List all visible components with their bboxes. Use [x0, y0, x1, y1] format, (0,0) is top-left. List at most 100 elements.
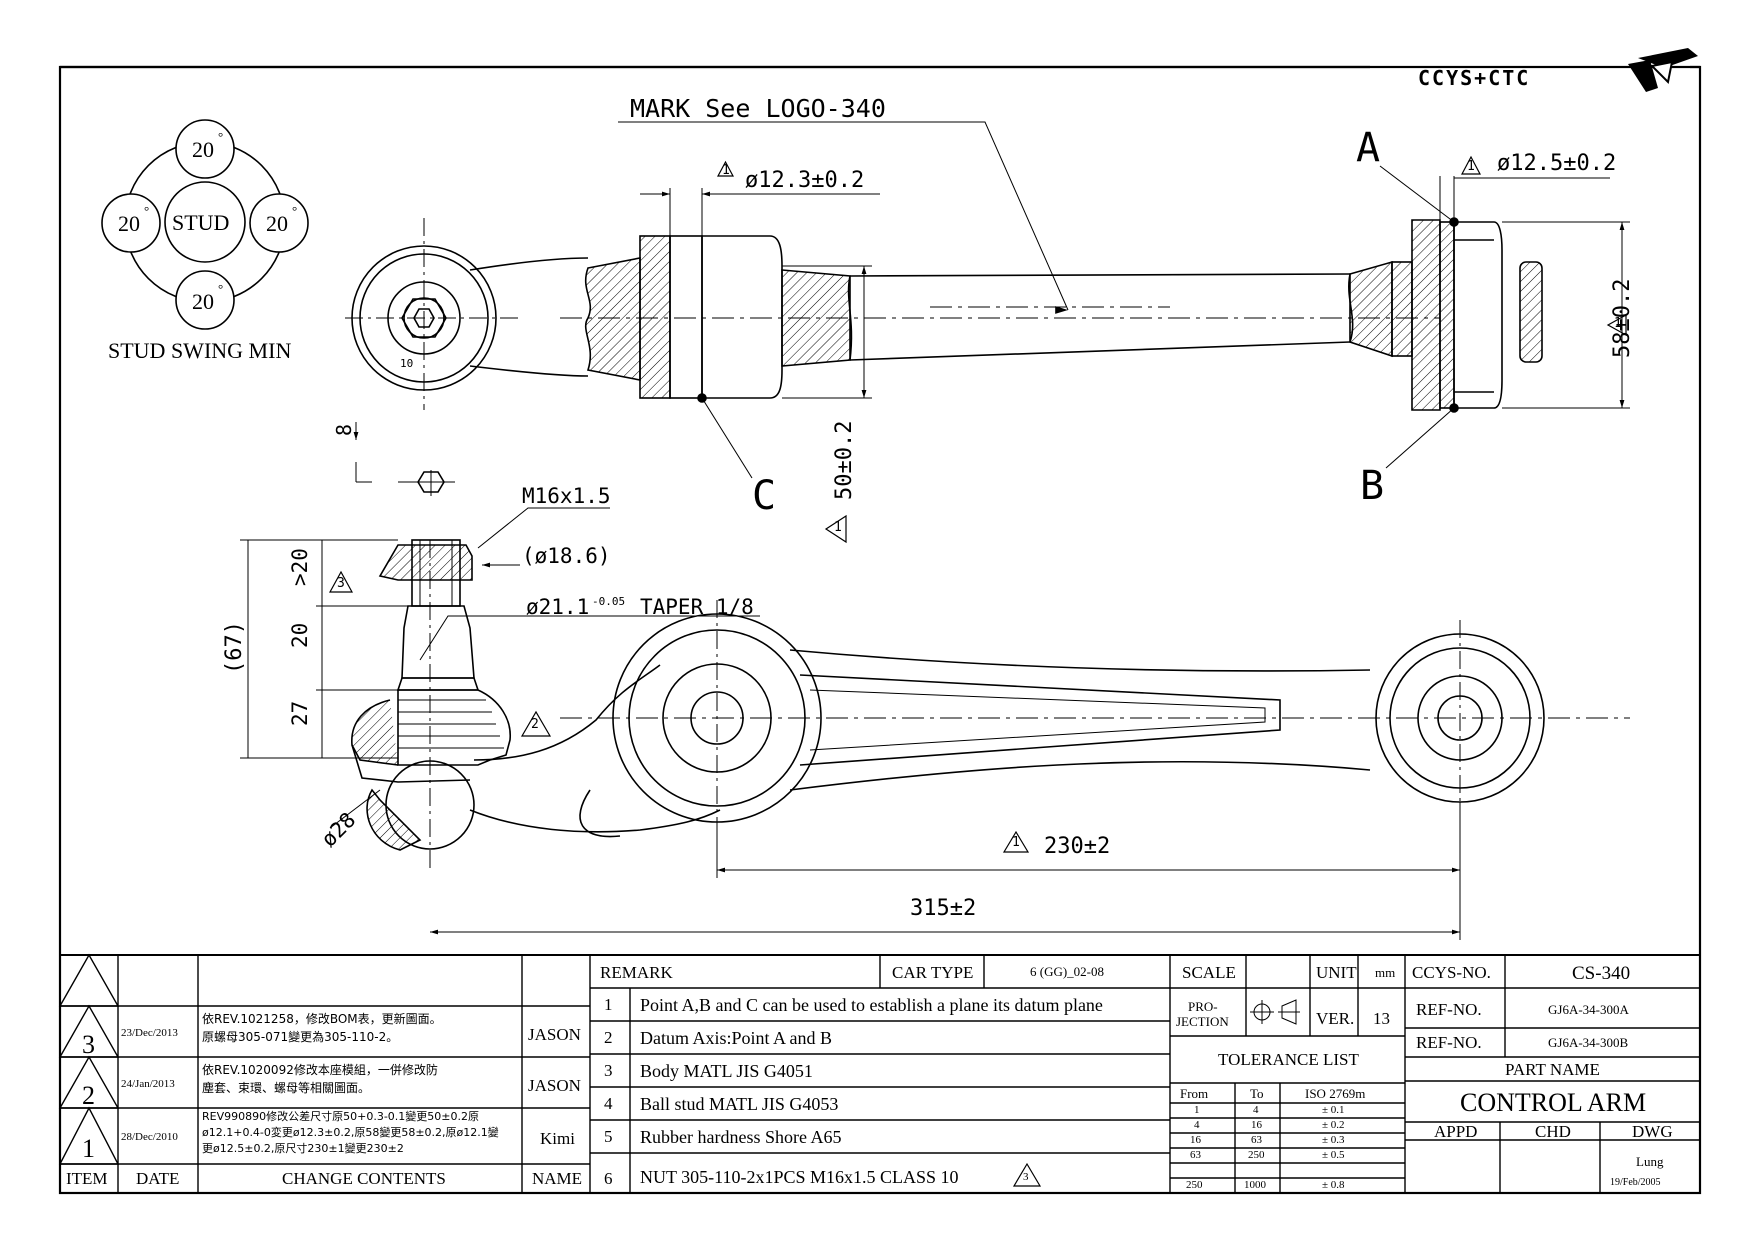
ref2-label: REF-NO. — [1416, 1033, 1482, 1052]
brand-logo — [1628, 48, 1698, 92]
tol-value: ± 0.2 — [1322, 1119, 1345, 1131]
tol-from: 250 — [1186, 1179, 1203, 1191]
ref2: GJ6A-34-300B — [1548, 1035, 1629, 1050]
rev-flag-1d: 1 — [834, 520, 842, 535]
rev-row-item: 3 — [82, 1030, 95, 1059]
unit-value: mm — [1375, 965, 1396, 980]
rev-row-date: 24/Jan/2013 — [121, 1078, 175, 1090]
brand-name: CCYS+CTC — [1418, 66, 1531, 90]
dim-67: (67) — [222, 621, 247, 674]
rev-row-item: 2 — [82, 1081, 95, 1110]
dwg-date: 19/Feb/2005 — [1610, 1177, 1661, 1188]
datum-point-c: C — [752, 473, 777, 519]
tol-to: 1000 — [1244, 1179, 1266, 1191]
rev-row-contents: 依REV.1020092修改本座模組，一併修改防 — [202, 1063, 438, 1077]
swing-bottom: 20 — [192, 289, 214, 314]
remark-text: Body MATL JIS G4051 — [640, 1061, 813, 1081]
remark-flag: 3 — [1023, 1171, 1029, 1183]
datum-point-b: B — [1360, 463, 1385, 509]
remark-title: REMARK — [600, 963, 673, 982]
part-name: CONTROL ARM — [1460, 1088, 1647, 1117]
stud-swing-diagram — [101, 119, 309, 330]
tol-from: 16 — [1190, 1134, 1201, 1146]
rev-row-name: JASON — [528, 1025, 581, 1044]
tolerance-title: TOLERANCE LIST — [1218, 1050, 1359, 1069]
ref1: GJ6A-34-300A — [1548, 1002, 1629, 1017]
swing-right: 20 — [266, 211, 288, 236]
swing-deg-right: ° — [292, 203, 298, 218]
tol-to: 63 — [1251, 1134, 1262, 1146]
ver-value: 13 — [1373, 1009, 1390, 1028]
ccys-no-label: CCYS-NO. — [1412, 963, 1491, 982]
tol-to: 16 — [1251, 1119, 1262, 1131]
ref1-label: REF-NO. — [1416, 1000, 1482, 1019]
dim-8: 8 — [332, 423, 356, 436]
left-bushing-top-view — [345, 218, 520, 410]
taper-dia: ø21.1 — [526, 595, 590, 619]
tol-from: 63 — [1190, 1149, 1201, 1161]
part-name-label: PART NAME — [1505, 1060, 1600, 1079]
tol-value: ± 0.8 — [1322, 1179, 1345, 1191]
remark-no: 6 — [604, 1169, 613, 1188]
dim-d12-3: ø12.3±0.2 — [745, 168, 865, 193]
title-block-grid — [58, 953, 1700, 1193]
rev-row-date: 23/Dec/2013 — [121, 1027, 178, 1039]
swing-center: STUD — [172, 210, 230, 235]
taper-label: TAPER 1/8 — [640, 595, 754, 619]
remark-text: Ball stud MATL JIS G4053 — [640, 1094, 839, 1114]
swing-left: 20 — [118, 211, 140, 236]
rev-row-date: 28/Dec/2010 — [121, 1131, 178, 1143]
car-type-label: CAR TYPE — [892, 963, 974, 982]
rev-row-contents: 依REV.1021258，修改BOM表，更新圖面。 — [202, 1012, 442, 1026]
swing-deg-bottom: ° — [218, 281, 224, 296]
dim-50: 50±0.2 — [832, 420, 857, 500]
mark-note: MARK See LOGO-340 — [630, 94, 886, 123]
rev-flag-1c: 1 — [1614, 316, 1622, 331]
swing-deg-top: ° — [218, 129, 224, 144]
chd-label: CHD — [1535, 1122, 1571, 1141]
tol-to: 4 — [1253, 1104, 1259, 1116]
tol-to: 250 — [1248, 1149, 1265, 1161]
datum-point-a: A — [1356, 125, 1381, 171]
rev-header-name: NAME — [532, 1169, 583, 1188]
remark-text: NUT 305-110-2x1PCS M16x1.5 CLASS 10 — [640, 1167, 959, 1187]
remark-no: 4 — [604, 1094, 613, 1113]
ccys-no: CS-340 — [1572, 963, 1631, 984]
rev-row-contents: ø12.1+0.4-0変更ø12.3±0.2,原58變更58±0.2,原ø12.… — [202, 1126, 499, 1139]
remark-text: Point A,B and C can be used to establish… — [640, 995, 1103, 1015]
thread-size: M16x1.5 — [522, 484, 611, 508]
rev-header-item: ITEM — [66, 1169, 108, 1188]
swing-caption: STUD SWING MIN — [108, 338, 292, 363]
scale-label: SCALE — [1182, 963, 1236, 982]
remark-no: 2 — [604, 1028, 613, 1047]
remark-text: Rubber hardness Shore A65 — [640, 1127, 842, 1147]
tol-header-from: From — [1180, 1086, 1209, 1101]
tol-value: ± 0.5 — [1322, 1149, 1345, 1161]
rev-row-contents: 原螺母305-071變更為305-110-2。 — [202, 1030, 399, 1044]
rev-row-contents: 塵套、束環、螺母等相關圖面。 — [202, 1081, 371, 1095]
remark-no: 5 — [604, 1127, 613, 1146]
rev-row-name: JASON — [528, 1076, 581, 1095]
dim-27: 27 — [288, 700, 312, 726]
tol-from: 1 — [1194, 1104, 1200, 1116]
tol-value: ± 0.1 — [1322, 1104, 1345, 1116]
rev-flag-3: 3 — [337, 576, 345, 591]
dim-gt20: >20 — [288, 548, 312, 586]
remark-text: Datum Axis:Point A and B — [640, 1028, 833, 1048]
dim-315: 315±2 — [910, 896, 977, 921]
arm-top-view — [469, 219, 1543, 411]
tol-header-iso: ISO 2769m — [1305, 1086, 1366, 1101]
rev-row-item: 1 — [82, 1134, 95, 1163]
dim-20: 20 — [288, 622, 312, 648]
dim-230: 230±2 — [1044, 834, 1111, 859]
remark-no: 1 — [604, 995, 613, 1014]
unit-label: UNIT — [1316, 963, 1357, 982]
dwg-label: DWG — [1632, 1122, 1673, 1141]
projection-label: JECTION — [1176, 1014, 1229, 1029]
ver-label: VER. — [1316, 1009, 1355, 1028]
rev-header-contents: CHANGE CONTENTS — [282, 1169, 446, 1188]
rev-header-date: DATE — [136, 1169, 180, 1188]
dim-d12-5: ø12.5±0.2 — [1497, 151, 1617, 176]
rev-row-contents: 更ø12.5±0.2,原尺寸230±1變更230±2 — [202, 1142, 404, 1155]
